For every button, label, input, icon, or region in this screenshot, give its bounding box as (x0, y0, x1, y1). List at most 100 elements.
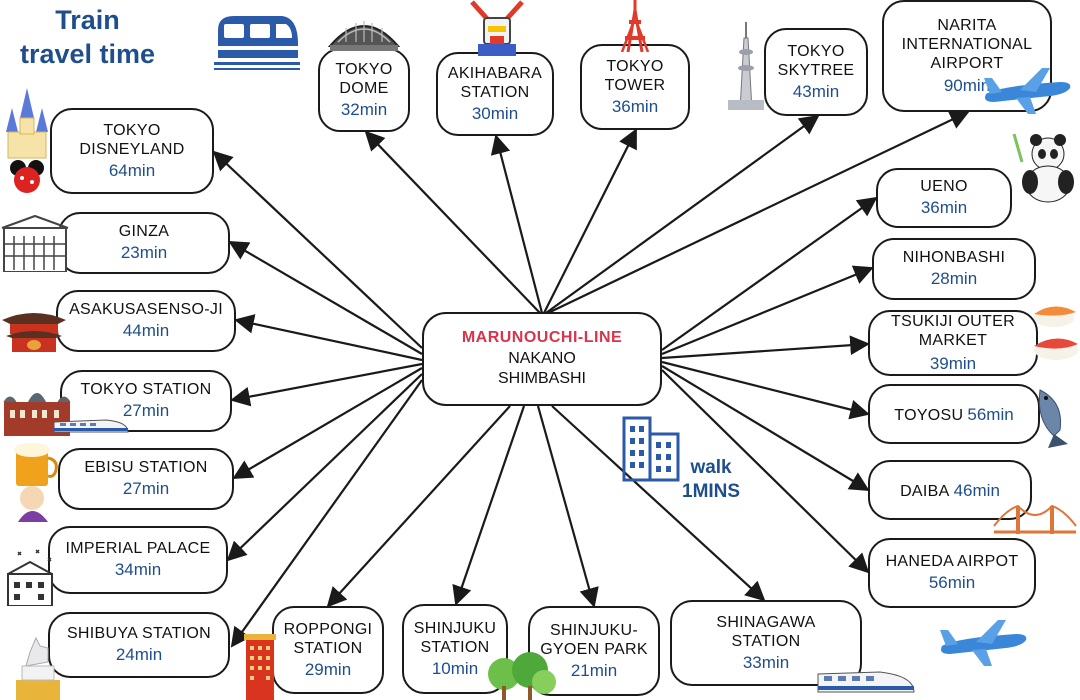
node-roppongi-station: ROPPONGI STATION 29min (272, 606, 384, 694)
node-time: 21min (570, 660, 618, 680)
arrow-to-shinjuku-station (452, 405, 526, 606)
node-content: TSUKIJI OUTER MARKET 39min (891, 312, 1015, 375)
node-name: UENO (920, 178, 968, 196)
arrow-to-tokyo-skytree (545, 114, 820, 314)
node-tsukiji-outer-market: TSUKIJI OUTER MARKET 39min (868, 310, 1038, 376)
arrow-to-tokyo-tower (543, 128, 637, 314)
arrow-to-ebisu-station (232, 367, 423, 479)
node-tokyo-disneyland: TOKYO DISNEYLAND 64min (50, 108, 214, 194)
node-tokyo-tower: TOKYO TOWER 36min (580, 44, 690, 130)
arrow-to-shibuya-station (230, 379, 423, 648)
castle-icon (6, 88, 48, 193)
node-time: 32min (340, 99, 388, 119)
sushi-icon (1034, 306, 1078, 360)
dome-icon (327, 21, 401, 51)
node-time: 56min (967, 404, 1014, 424)
node-akihabara-station: AKIHABARA STATION 30min (436, 52, 554, 136)
node-time: 28min (930, 269, 978, 289)
beer-icon (14, 443, 58, 522)
node-name: TOKYO DOME (335, 60, 393, 97)
node-shibuya-station: SHIBUYA STATION 24min (48, 612, 230, 678)
node-name: SHINAGAWA STATION (716, 613, 816, 650)
node-time: 27min (122, 401, 170, 421)
node-time: 27min (122, 479, 170, 499)
node-shinagawa-station: SHINAGAWA STATION 33min (670, 600, 862, 686)
node-time: 44min (122, 321, 170, 341)
arrow-to-shinjuku-gyoen-park (536, 405, 599, 608)
node-time: 43min (792, 81, 840, 101)
arrow-to-ginza (228, 241, 423, 355)
airplane-icon (940, 620, 1027, 666)
arrow-to-tokyo-station (230, 362, 423, 407)
robot-icon (470, 0, 524, 56)
node-content: DAIBA 46min (900, 479, 1000, 501)
node-time: 23min (120, 243, 168, 263)
node-time: 64min (108, 160, 156, 180)
node-tokyo-skytree: TOKYO SKYTREE 43min (764, 28, 868, 116)
title-line-1: Train (55, 5, 120, 35)
bridge-icon (993, 504, 1077, 534)
node-name: EBISU STATION (84, 459, 208, 477)
node-toyosu: TOYOSU 56min (868, 384, 1040, 444)
hub-station-1: NAKANO (508, 349, 576, 367)
node-name: IMPERIAL PALACE (65, 540, 211, 558)
node-time: 36min (920, 198, 968, 218)
node-daiba: DAIBA 46min (868, 460, 1032, 520)
node-ginza: GINZA 23min (58, 212, 230, 274)
bullet-train-icon (817, 671, 915, 693)
hub-station: MARUNOUCHI-LINE NAKANO SHIMBASHI (422, 312, 662, 406)
title-line-2: travel time (20, 38, 156, 69)
temple-icon (2, 313, 66, 352)
node-time: 39min (929, 354, 977, 373)
node-time: 30min (471, 103, 519, 123)
diagram-title: Train travel time (20, 4, 155, 72)
node-name: TOKYO DISNEYLAND (79, 121, 185, 158)
arrow-to-daiba (661, 365, 870, 492)
airplane-icon (984, 68, 1071, 114)
node-asakusa-senso-ji: ASAKUSASENSO-JI 44min (56, 290, 236, 352)
node-name: ROPPONGI STATION (283, 620, 373, 657)
tower-icon (620, 0, 650, 52)
node-name: TOKYO TOWER (604, 57, 666, 94)
node-name: SHINJUKU- GYOEN PARK (540, 621, 648, 658)
node-time: 36min (611, 96, 659, 116)
train-icon (214, 16, 300, 70)
node-name: NARITA INTERNATIONAL AIRPORT (901, 17, 1033, 73)
arrow-to-tokyo-dome (364, 130, 541, 314)
hub-line-name: MARUNOUCHI-LINE (461, 328, 623, 346)
arrow-to-asakusa-senso-ji (234, 314, 423, 362)
node-time: 10min (431, 658, 479, 678)
node-time: 56min (928, 573, 976, 593)
node-name: NIHONBASHI (902, 249, 1006, 267)
arrow-to-toyosu (661, 360, 870, 420)
trees-icon (488, 652, 556, 700)
node-name: HANEDA AIRPOT (885, 553, 1019, 571)
roppongi-tower-icon (244, 634, 276, 700)
bullet-train-icon (53, 419, 129, 433)
hub-station-2: SHIMBASHI (497, 370, 586, 388)
node-time: 33min (742, 652, 790, 672)
node-name: TOKYO SKYTREE (777, 42, 855, 79)
office-building-icon (622, 416, 680, 482)
node-name: SHINJUKU STATION (413, 619, 497, 656)
arrow-to-akihabara-station (490, 134, 544, 314)
panda-icon (1012, 133, 1074, 203)
node-name: GINZA (118, 223, 170, 241)
node-name: DAIBA (900, 482, 950, 500)
node-name: TOKYO STATION (80, 381, 212, 399)
node-name: TSUKIJI OUTER MARKET (891, 312, 1015, 349)
node-nihonbashi: NIHONBASHI 28min (872, 238, 1036, 300)
node-time: 90min (943, 75, 991, 95)
node-haneda-airpot: HANEDA AIRPOT 56min (868, 538, 1036, 608)
arrow-to-nihonbashi (661, 265, 874, 356)
walk-time: 1MINS (682, 480, 741, 502)
node-name: TOYOSU (894, 406, 964, 424)
walk-label: walk 1MINS (682, 456, 740, 504)
palace-icon (7, 549, 53, 606)
node-time: 29min (304, 659, 352, 679)
node-time: 34min (114, 560, 162, 580)
arrow-to-roppongi-station (326, 405, 511, 608)
node-content: TOYOSU 56min (894, 403, 1013, 425)
